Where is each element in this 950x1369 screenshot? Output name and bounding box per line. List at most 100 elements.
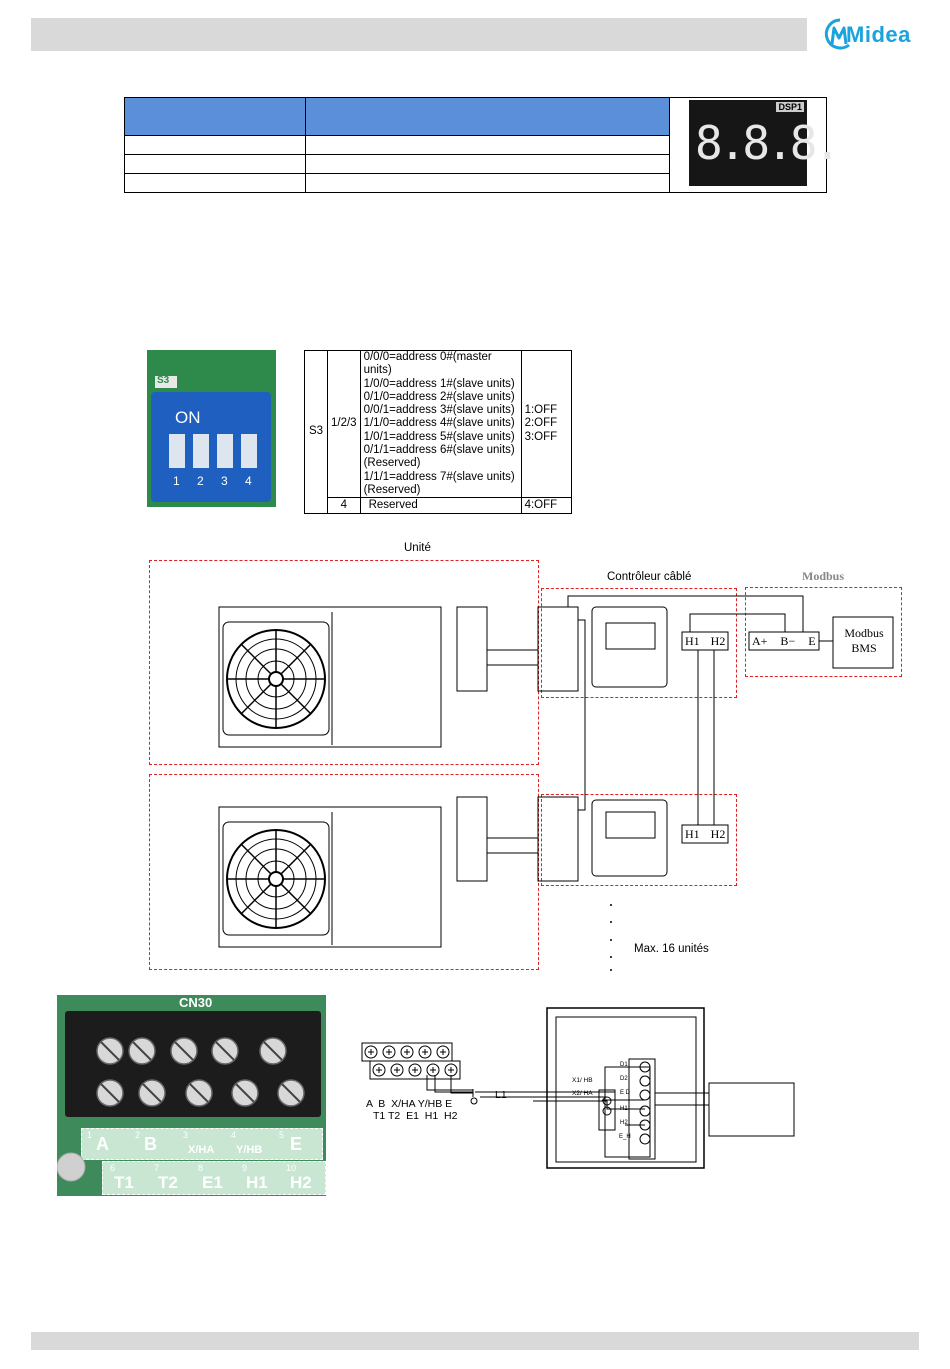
dip-switch-photo: S3 ON 1 2 3 4 [147, 350, 276, 507]
s3-default: 1:OFF [524, 404, 558, 417]
modbus-label: Modbus [802, 569, 845, 583]
blank-box [708, 1082, 795, 1137]
dip-switch-2[interactable] [193, 434, 209, 468]
outdoor-unit-1 [218, 606, 442, 748]
dip-switch-1[interactable] [169, 434, 185, 468]
s3-address-table: S3 1/2/3 0/0/0=address 0#(master units) … [304, 349, 573, 515]
display-label: DSP1 [776, 102, 804, 112]
cn30-term: A [96, 1134, 109, 1154]
midea-logo: Midea [820, 14, 915, 54]
h-terms-2: H1 H2 [685, 827, 726, 841]
cn30-num: 3 [183, 1130, 189, 1140]
dip-on-label: ON [175, 408, 201, 427]
cn30-top-row [81, 1128, 323, 1160]
cn30-num: 2 [135, 1130, 141, 1140]
controller-box-1 [541, 588, 737, 698]
outdoor-unit-2 [218, 806, 442, 948]
term-row-2: T1 T2 E1 H1 H2 [373, 1110, 458, 1122]
controller-back [546, 1007, 705, 1169]
s3-addresses-cell: 0/0/0=address 0#(master units) 1/0/0=add… [359, 349, 522, 499]
hydro-box-2 [456, 796, 488, 882]
cn30-num: 4 [231, 1130, 237, 1140]
s3-line: 0/0/0=address 0#(master units) [363, 351, 492, 377]
back-label-d1: D1 [620, 1062, 628, 1068]
dip-pos-4: 4 [245, 474, 252, 488]
display-photo: DSP1 8.8.8. [689, 100, 841, 186]
s3-default: 2:OFF [524, 417, 558, 430]
s3-line: (Reserved) [363, 483, 421, 496]
h-terminal-2 [681, 824, 729, 844]
s3-default: 3:OFF [524, 430, 558, 443]
s3-line: (Reserved) [363, 457, 421, 470]
cn30-num: 10 [286, 1163, 297, 1173]
footer-bar [31, 1332, 919, 1350]
pcb-box-2 [537, 796, 579, 882]
header-bar [31, 18, 807, 51]
cn30-term: H1 [246, 1173, 268, 1192]
dip-pos-1: 1 [173, 474, 180, 488]
cn30-screws [57, 1037, 305, 1182]
s3-defaults-cell: 1:OFF 2:OFF 3:OFF [520, 349, 573, 499]
ab-terms: A+ B− E [752, 634, 816, 648]
h-terms-1: H1 H2 [685, 634, 726, 648]
display-digits: 8.8.8. [695, 116, 841, 170]
brand-name: Midea [846, 22, 911, 47]
display-photo-frame [670, 97, 827, 193]
info-table [124, 97, 670, 193]
bms-label: Modbus BMS [844, 626, 884, 655]
cn30-term: H2 [290, 1173, 312, 1192]
cn30-num: 8 [198, 1163, 204, 1173]
back-label-eh: E_H [619, 1134, 631, 1140]
modbus-box [745, 587, 902, 677]
cn30-num: 1 [87, 1130, 93, 1140]
dip-pos-2: 2 [197, 474, 204, 488]
unit-label: Unité [404, 542, 431, 554]
cable-label: L1 [495, 1089, 507, 1101]
back-label-d2: D2 [620, 1076, 628, 1082]
cn30-term: E [290, 1134, 303, 1154]
cn30-num: 6 [110, 1163, 116, 1173]
wired-controller-2 [591, 799, 668, 877]
controller-label: Contrôleur câblé [607, 571, 692, 583]
s3-reserved-cell: Reserved [359, 497, 522, 515]
terminal-diagram-svg [361, 1007, 795, 1169]
term-row-1: A B X/HA Y/HB E [366, 1098, 453, 1110]
x2-label: X2/ HA [572, 1090, 593, 1097]
s3-line: 1/1/0=address 4#(slave units) [363, 417, 515, 430]
cn30-term: T1 [114, 1173, 134, 1192]
cn30-term: Y/HB [236, 1144, 263, 1156]
hydro-box-1 [456, 606, 488, 692]
h-terminal-1 [681, 631, 729, 651]
cn30-num: 7 [154, 1163, 160, 1173]
cn30-label: CN30 [179, 995, 213, 1010]
dip-switch-3[interactable] [217, 434, 233, 468]
back-label-ed: E D [620, 1090, 631, 1096]
dip-pos-3: 3 [221, 474, 228, 488]
s3-line: 0/1/1=address 6#(slave units) [363, 444, 515, 457]
cn30-term: T2 [158, 1173, 178, 1192]
dip-label: S3 [157, 375, 170, 386]
s3-line: 1/0/0=address 1#(slave units) [363, 377, 515, 390]
controller-box-2 [541, 794, 737, 886]
s3-line: 0/1/0=address 2#(slave units) [363, 390, 515, 403]
bms-box [832, 616, 894, 669]
dip-switch-4[interactable] [241, 434, 257, 468]
s3-line: 1/0/1=address 5#(slave units) [363, 430, 515, 443]
s3-pin4-default: 4:OFF [520, 497, 573, 515]
back-label-h2: H2 [620, 1120, 628, 1126]
cn30-term: X/HA [188, 1144, 215, 1156]
back-label-h1: H1 [620, 1106, 628, 1112]
cn30-term: B [144, 1134, 157, 1154]
cn30-term: E1 [202, 1173, 223, 1192]
pcb-box-1 [537, 606, 579, 692]
x1-label: X1/ HB [572, 1077, 593, 1084]
cn30-num: 9 [242, 1163, 248, 1173]
max-units-label: Max. 16 unités [634, 943, 709, 955]
s3-line: 0/0/1=address 3#(slave units) [363, 404, 515, 417]
s3-line: 1/1/1=address 7#(slave units) [363, 470, 515, 483]
wired-controller-1 [591, 606, 668, 688]
cn30-num: 5 [279, 1130, 285, 1140]
